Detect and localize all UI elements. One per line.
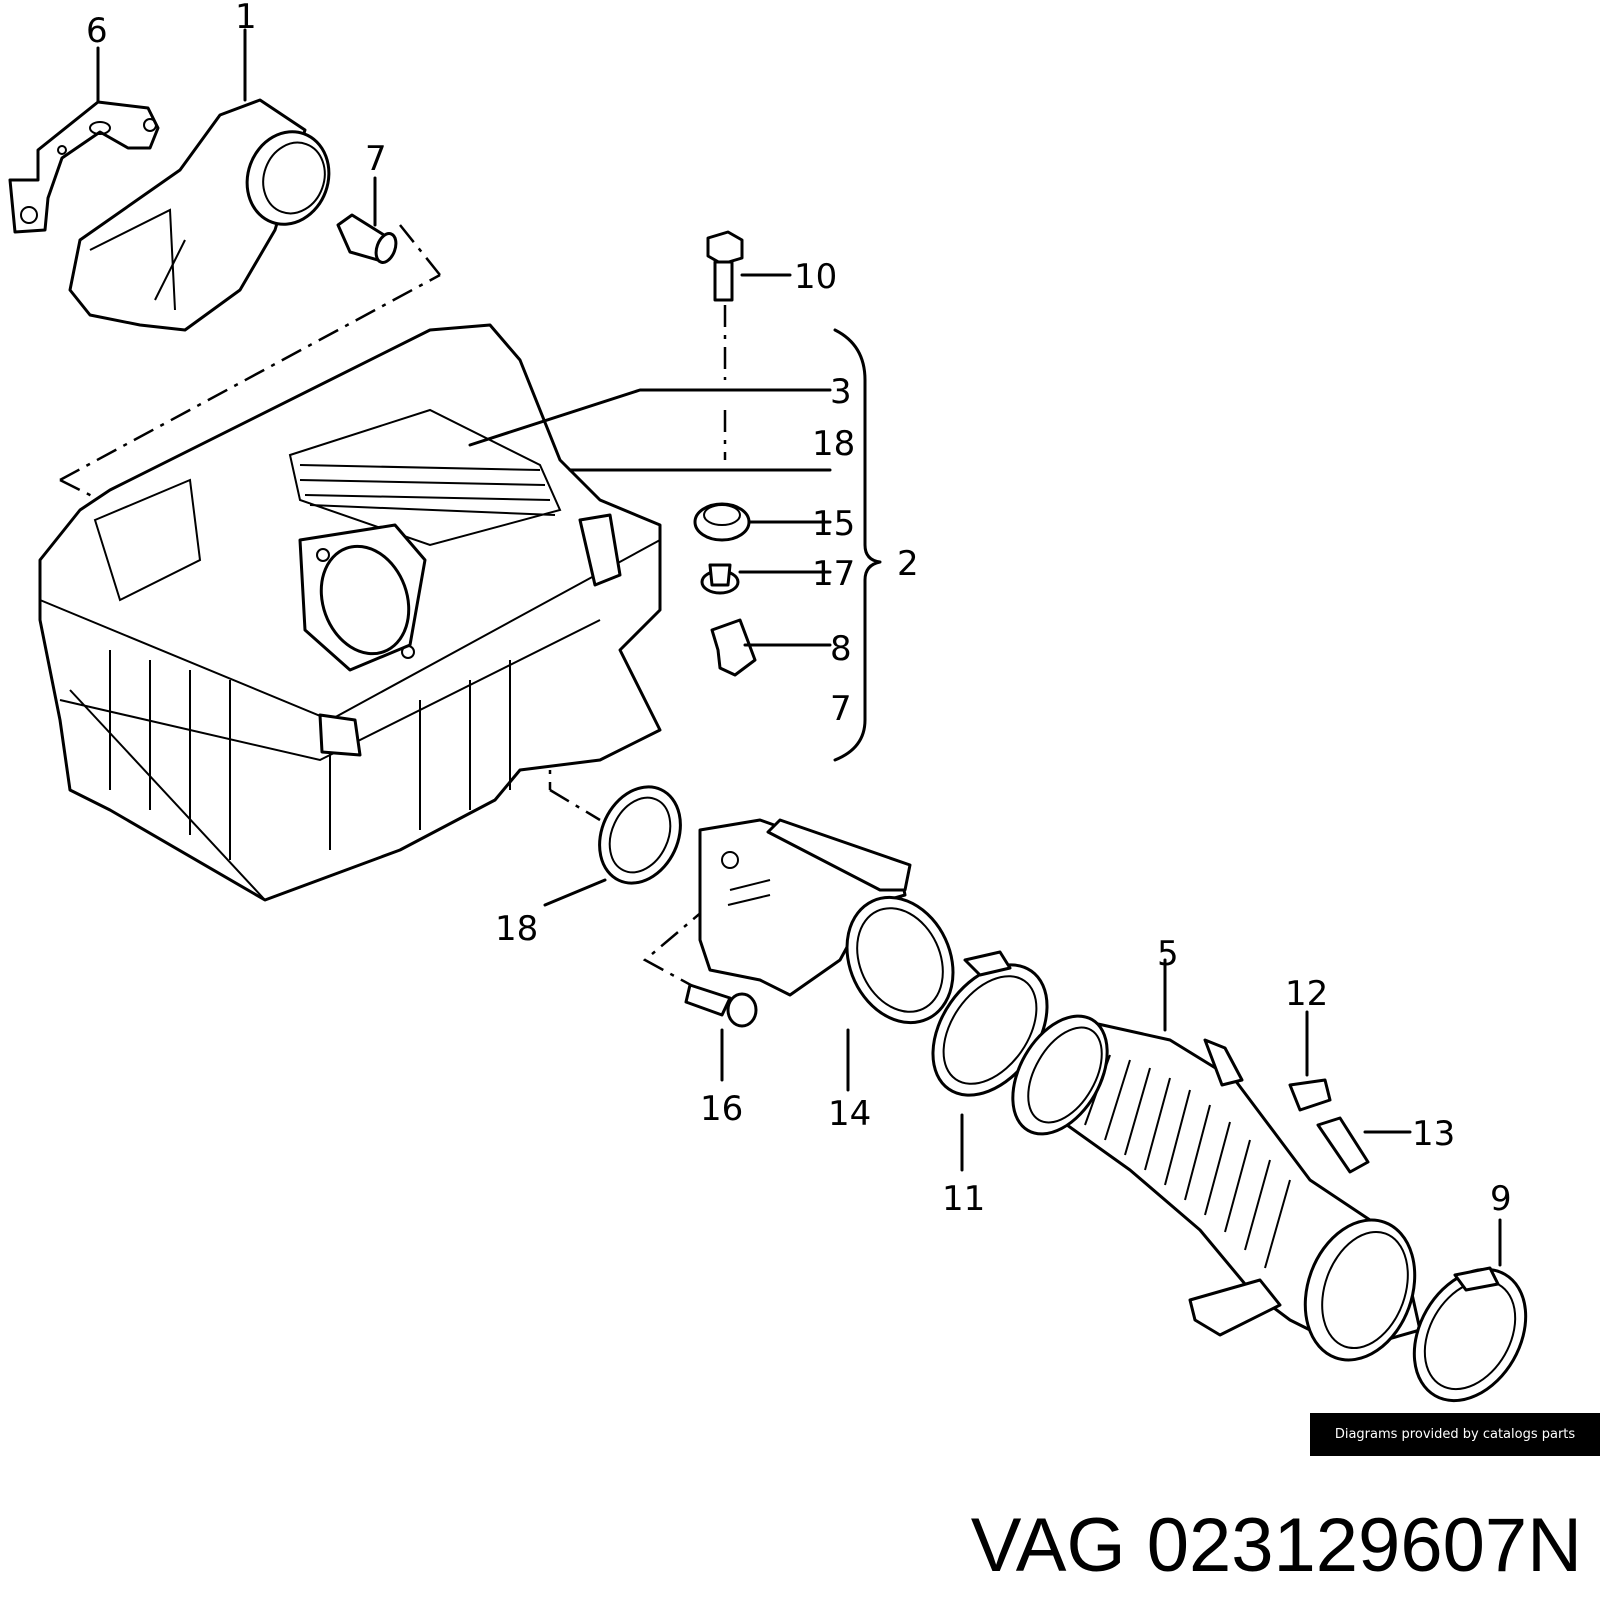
callout-15: 15 — [812, 504, 855, 544]
callout-2: 2 — [897, 544, 919, 584]
air-filter-housing — [38, 323, 662, 902]
callout-14: 14 — [828, 1094, 871, 1134]
callout-9: 9 — [1490, 1179, 1512, 1219]
seal-ring-part-18 — [598, 785, 682, 885]
intake-duct-part-1 — [68, 98, 331, 332]
callout-12: 12 — [1285, 974, 1328, 1014]
callout-8: 8 — [830, 629, 852, 669]
small-hose-part-13 — [1316, 1116, 1370, 1174]
credit-banner: Diagrams provided by catalogs parts — [1310, 1413, 1600, 1456]
clip-nut-part-17 — [700, 563, 740, 595]
air-mass-meter-part-14 — [698, 818, 955, 1025]
callout-10: 10 — [794, 257, 837, 297]
callout-6: 6 — [86, 11, 108, 51]
callout-7-top: 7 — [365, 139, 387, 179]
callout-labels: 6 1 7 10 3 18 15 2 17 8 7 18 5 12 13 16 … — [86, 0, 1512, 1219]
callout-7-bottom: 7 — [830, 689, 852, 729]
callout-1: 1 — [235, 0, 257, 37]
group-bracket — [833, 328, 882, 762]
leader-lines — [96, 28, 1502, 1267]
callout-11: 11 — [942, 1179, 985, 1219]
hose-clamp-part-9 — [1412, 1266, 1528, 1403]
callout-18-top: 18 — [812, 424, 855, 464]
grommet-part-15 — [693, 502, 751, 542]
clip-part-8 — [710, 618, 757, 677]
part-number-title: VAG 023129607N — [970, 1503, 1582, 1588]
assembly-lines — [59, 224, 727, 992]
sleeve-part-7 — [336, 213, 398, 264]
clip-part-12 — [1288, 1078, 1332, 1112]
callout-18-bottom: 18 — [495, 909, 538, 949]
bellows-hose-part-5 — [1011, 1014, 1422, 1362]
callout-5: 5 — [1157, 934, 1179, 974]
callout-13: 13 — [1412, 1114, 1455, 1154]
callout-3: 3 — [830, 372, 852, 412]
callout-17: 17 — [812, 554, 855, 594]
bolt-part-16 — [684, 983, 758, 1028]
callout-16: 16 — [700, 1089, 743, 1129]
bolt-part-10 — [706, 230, 744, 302]
bracket-part-6 — [8, 100, 160, 234]
